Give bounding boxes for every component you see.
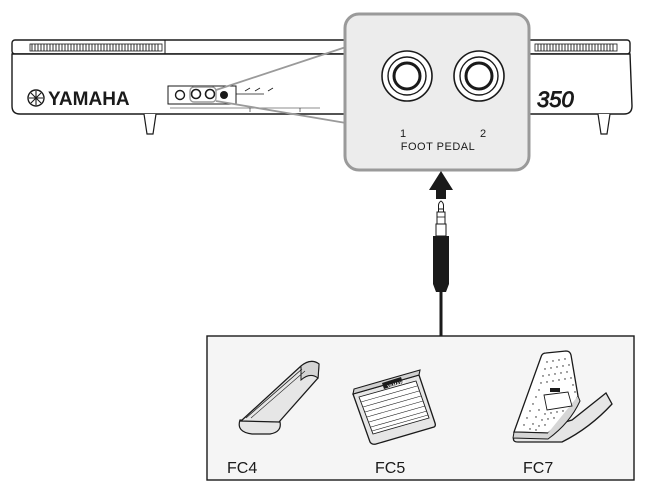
panel-jack-a [174, 89, 186, 101]
footswitch-icon: YAMAHA [352, 369, 436, 445]
foot-pedal-caption: FOOT PEDAL [401, 141, 475, 153]
panel-jack-foot-1 [190, 88, 202, 100]
footswitch-logo: YAMAHA [387, 379, 408, 390]
pedal-label-fc5: FC5 [375, 460, 405, 477]
brand-label: YAMAHA [48, 89, 130, 110]
pedal-label-fc4: FC4 [227, 460, 257, 477]
sustain-pedal-icon [238, 360, 320, 435]
yamaha-logo: YAMAHA [27, 89, 130, 110]
connection-arrow [429, 171, 453, 199]
foot-pedal-jack-2 [453, 50, 505, 102]
expression-pedal-dots [523, 358, 576, 431]
panel-jack-foot-2 [204, 88, 216, 100]
jack-1-label: 1 [400, 128, 406, 140]
phone-plug-cable [433, 200, 449, 336]
expression-pedal-icon [512, 350, 613, 443]
foot-pedal-jack-callout: 1 2 FOOT PEDAL [215, 12, 531, 172]
rear-connector-panel [167, 85, 320, 112]
pedal-label-fc7: FC7 [523, 460, 553, 477]
left-vent [29, 43, 163, 52]
model-label: 350 [537, 87, 574, 112]
right-vent [534, 43, 618, 52]
pedal-options-panel: YAMAHA FC4 FC5 FC7 [206, 335, 635, 481]
panel-jack-b [220, 91, 228, 99]
foot-pedal-jack-1 [381, 50, 433, 102]
jack-2-label: 2 [480, 128, 486, 140]
